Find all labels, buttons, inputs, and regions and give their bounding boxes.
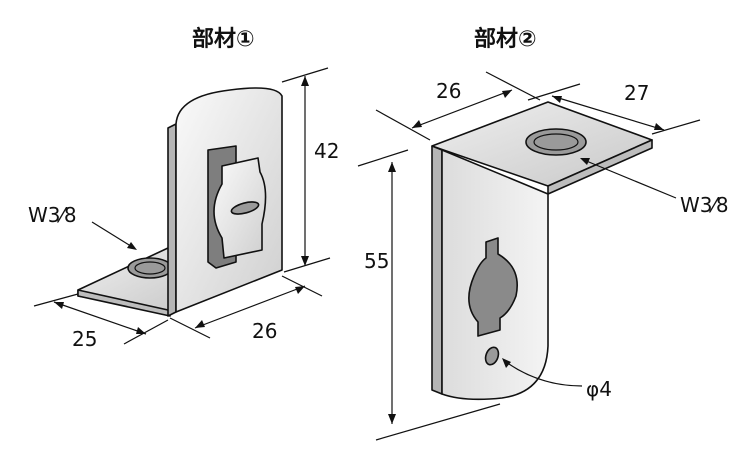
part-2-upright-side — [431, 145, 443, 395]
part-2-thread-label: W3⁄8 — [680, 193, 729, 217]
part-2-bracket — [431, 101, 653, 401]
part-1-depth-label: 25 — [72, 327, 97, 351]
part-2-height-label: 55 — [364, 249, 389, 273]
part-1-height-label: 42 — [314, 139, 339, 163]
part-1-nut-slot — [230, 201, 260, 215]
part-1-upright-side — [167, 123, 177, 317]
part-2-thread-ring — [533, 133, 579, 151]
part-1-title: 部材① — [192, 26, 255, 52]
part-2-keyhole-slot — [468, 237, 518, 337]
part-1-width-label: 26 — [252, 319, 277, 343]
part-2-small-hole — [484, 346, 500, 366]
part-1-dimensions — [33, 67, 331, 345]
part-2-dimensions — [357, 71, 701, 441]
part-2-top-width-label: 27 — [624, 81, 649, 105]
part-2-thread-hole — [525, 128, 587, 156]
part-1-thread-label: W3⁄8 — [28, 203, 77, 227]
part-2-top-depth-label: 26 — [436, 79, 461, 103]
part-1-bracket — [77, 87, 283, 317]
part-1-thread-ring — [134, 261, 166, 275]
part-2-title: 部材② — [474, 26, 537, 52]
part-2-hole-label: φ4 — [586, 377, 612, 401]
